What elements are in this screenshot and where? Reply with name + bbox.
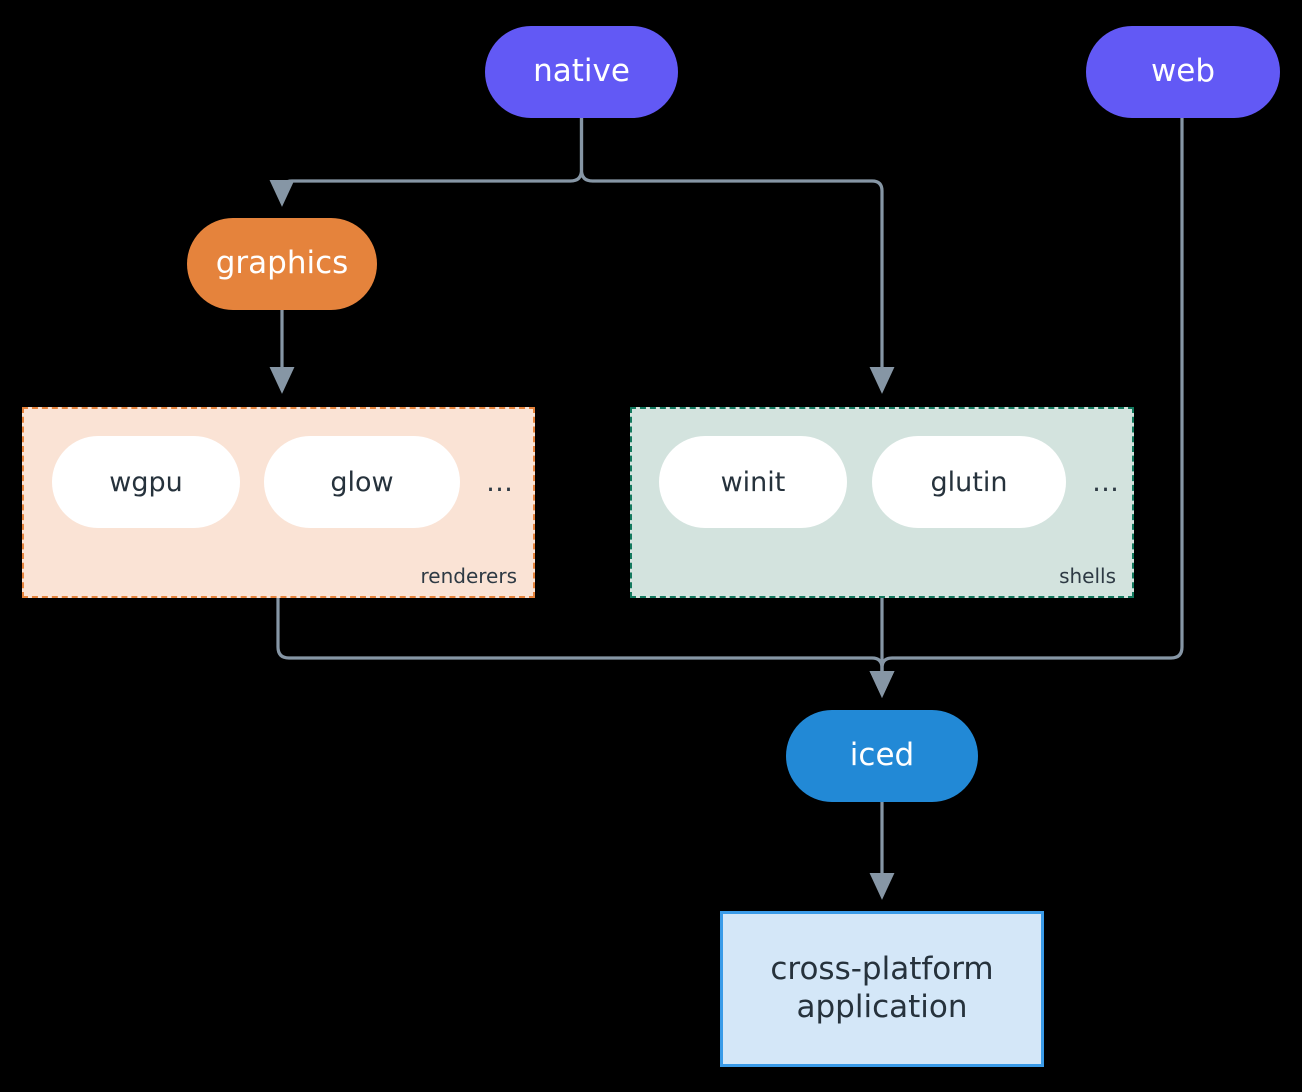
node-glow-label: glow	[330, 466, 394, 498]
node-application-label-line1: cross-platform	[770, 951, 994, 988]
node-cross-platform-application[interactable]: cross-platform application	[720, 911, 1044, 1067]
edge-renderers-iced	[276, 598, 895, 698]
cluster-shells-label: shells	[1059, 564, 1116, 588]
node-application-label-line2: application	[796, 989, 968, 1025]
cluster-renderers-label: renderers	[420, 564, 518, 588]
node-web-label: web	[1150, 53, 1216, 90]
node-wgpu-label: wgpu	[109, 466, 183, 498]
node-glutin-label: glutin	[930, 466, 1008, 498]
shells-overflow-ellipsis: …	[1092, 466, 1121, 498]
node-wgpu[interactable]: wgpu	[52, 436, 240, 528]
node-iced-label: iced	[849, 737, 915, 774]
cluster-shells[interactable]: winit glutin … shells	[630, 407, 1134, 598]
node-graphics-label: graphics	[215, 245, 349, 282]
edge-native-split	[269, 118, 584, 207]
node-native-label: native	[533, 53, 630, 90]
node-web[interactable]: web	[1086, 26, 1280, 118]
renderers-overflow-ellipsis: …	[486, 466, 515, 498]
node-native[interactable]: native	[485, 26, 678, 118]
node-graphics[interactable]: graphics	[187, 218, 377, 310]
edge-native-shells	[579, 118, 895, 394]
node-glow[interactable]: glow	[264, 436, 460, 528]
node-iced[interactable]: iced	[786, 710, 978, 802]
node-glutin[interactable]: glutin	[872, 436, 1066, 528]
edge-web-iced	[869, 118, 1184, 698]
node-winit[interactable]: winit	[659, 436, 847, 528]
cluster-renderers[interactable]: wgpu glow … renderers	[22, 407, 535, 598]
node-winit-label: winit	[720, 466, 786, 498]
